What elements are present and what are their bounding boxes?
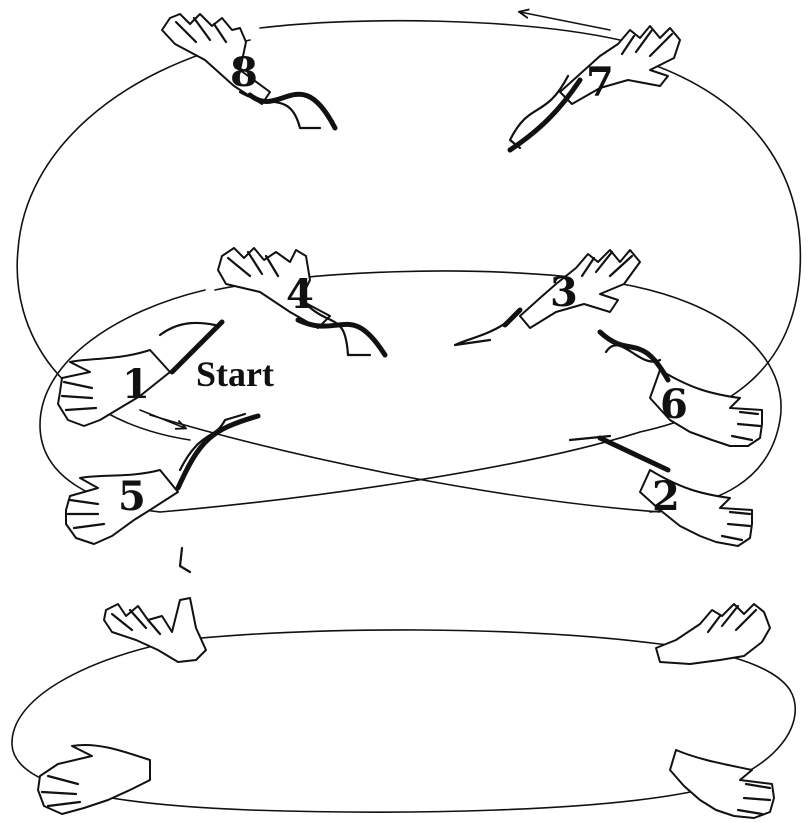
step-label-7: 7 [586, 59, 614, 106]
start-label: Start [196, 354, 274, 394]
step-label-8: 8 [230, 49, 258, 96]
stray-mark [180, 548, 190, 572]
bottom-hand-bottom-right [670, 750, 774, 818]
step-label-6: 6 [660, 381, 688, 428]
step-label-2: 2 [652, 473, 680, 520]
step-label-1: 1 [122, 361, 150, 408]
bottom-hand-top-left [104, 598, 206, 662]
step-label-5: 5 [118, 473, 146, 520]
step-arrow-1-to-5 [140, 410, 185, 428]
step-label-4: 4 [286, 271, 314, 318]
bottom-hand-top-right [656, 604, 770, 664]
twist-4 [298, 320, 385, 355]
hand-3 [455, 250, 640, 345]
upper-string-loop-top [260, 21, 620, 40]
step-label-3: 3 [550, 269, 578, 316]
twist-6 [600, 332, 668, 380]
stroke-2 [600, 438, 668, 470]
string-crossing-b [160, 432, 640, 512]
top-panel: 8 7 4 3 1 5 6 2 Start [17, 12, 800, 546]
bottom-panel [12, 548, 795, 818]
bottom-hand-bottom-left [38, 745, 150, 814]
hand-5 [66, 414, 258, 544]
